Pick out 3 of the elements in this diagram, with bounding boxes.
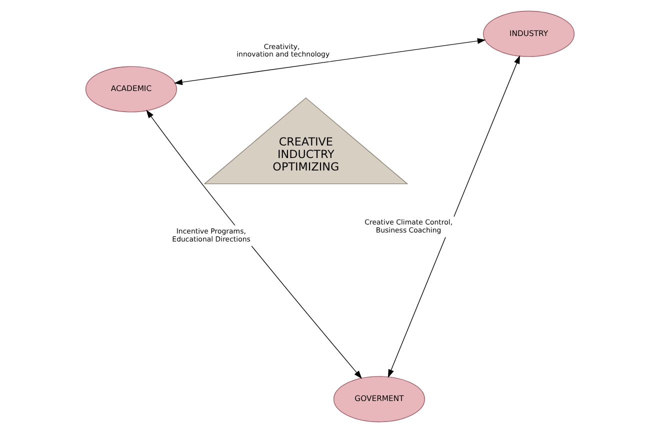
arrow (146, 110, 362, 379)
arrow (387, 55, 520, 378)
arrow (174, 38, 486, 86)
